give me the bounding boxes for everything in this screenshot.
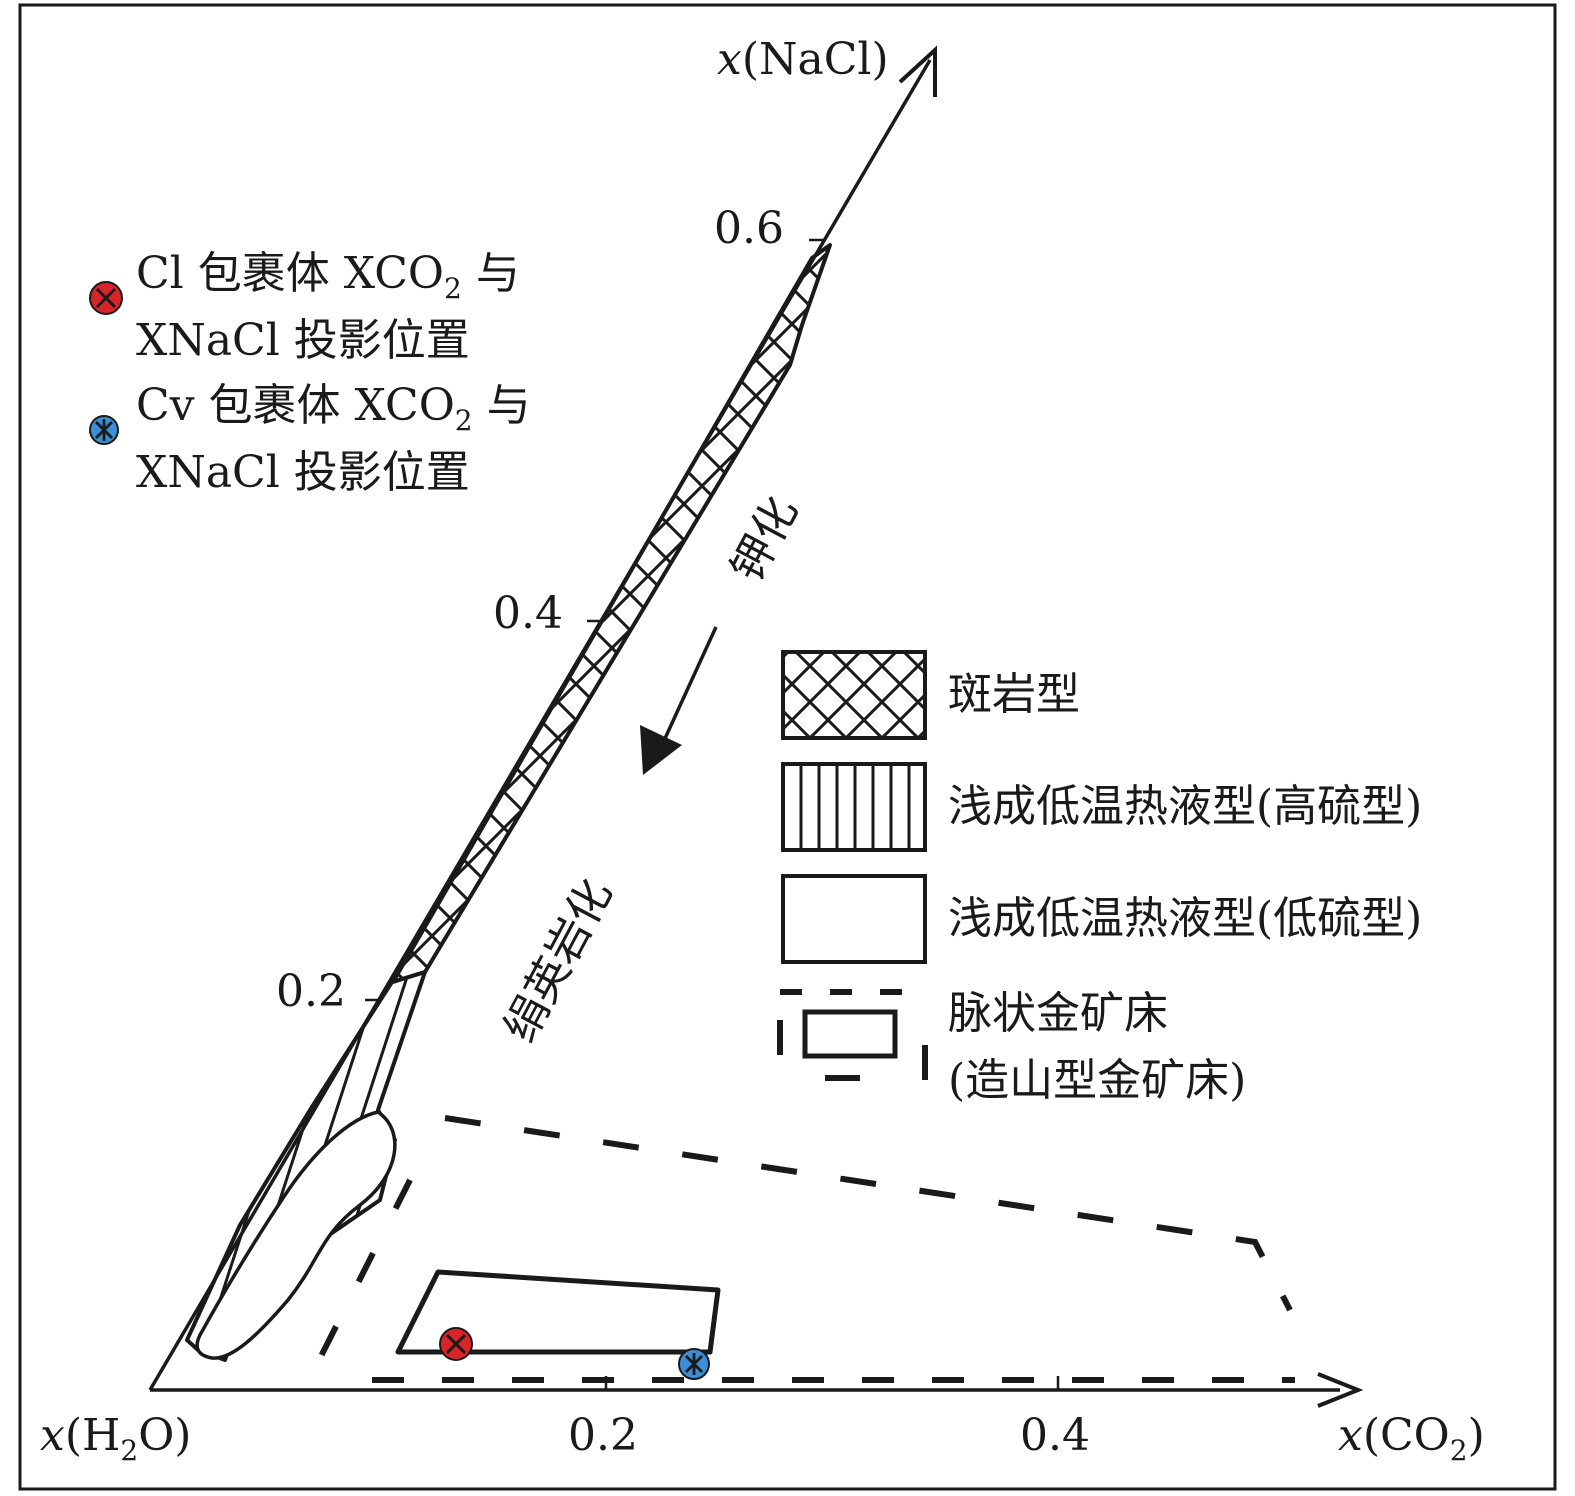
legend-high-sulfidation-label: 浅成低温热液型(高硫型) [948, 781, 1422, 832]
legend-low-sulfidation-label: 浅成低温热液型(低硫型) [948, 893, 1422, 944]
legend-cl-marker-icon [89, 281, 123, 315]
y-axis [148, 59, 932, 1391]
potassic-label: 钾化 [722, 489, 808, 591]
legend-vein-gold-swatch [777, 989, 928, 1081]
legend-cv-marker-icon [89, 415, 119, 445]
cv-inclusion-marker [678, 1348, 710, 1380]
x-tick-label: 0.2 [568, 1410, 638, 1461]
x-axis-arrowhead [1317, 1372, 1364, 1408]
point-legend: Cl 包裹体 XCO2 与 XNaCl 投影位置 Cv 包裹体 XCO2 与 X… [89, 248, 531, 498]
sericitic-label: 绢英岩化 [495, 871, 623, 1050]
legend-vein-gold-label: 脉状金矿床 [948, 988, 1168, 1039]
cl-inclusion-marker [439, 1327, 473, 1361]
y-axis-label: x(NaCl) [717, 34, 889, 85]
alteration-arrow-shaft [660, 626, 718, 746]
figure-border [18, 3, 1557, 1491]
sample-field-box [395, 1269, 721, 1355]
legend-high-sulfidation-swatch [781, 762, 927, 852]
origin-label: x(H2O) [40, 1410, 191, 1467]
legend-low-sulfidation-swatch [781, 874, 927, 964]
legend-cl-line2: XNaCl 投影位置 [136, 315, 470, 366]
x-axis-label: x(CO2) [1338, 1410, 1485, 1467]
x-tick-label: 0.4 [1020, 1410, 1090, 1461]
y-tick-label: 0.6 [714, 203, 784, 254]
y-tick-label: 0.2 [276, 966, 346, 1017]
y-axis-arrowhead [898, 45, 937, 97]
orogenic-gold-dashed-field-left [307, 1178, 413, 1380]
legend-cv-line2: XNaCl 投影位置 [136, 447, 470, 498]
y-tick-label: 0.4 [493, 588, 563, 639]
orogenic-gold-dashed-field [444, 1115, 1293, 1312]
region-legend: 斑岩型 浅成低温热液型(高硫型) 浅成低温热液型(低硫型) 脉状金矿床 (造山型… [777, 650, 1422, 1106]
legend-porphyry-swatch [781, 650, 927, 740]
legend-porphyry-label: 斑岩型 [948, 669, 1080, 720]
alteration-arrowhead [640, 725, 682, 775]
legend-vein-gold-sublabel: (造山型金矿床) [948, 1055, 1246, 1106]
legend-cl-line1: Cl 包裹体 XCO2 与 [136, 248, 520, 305]
low-sulfidation-field [195, 1110, 397, 1360]
legend-cv-line1: Cv 包裹体 XCO2 与 [136, 380, 531, 437]
